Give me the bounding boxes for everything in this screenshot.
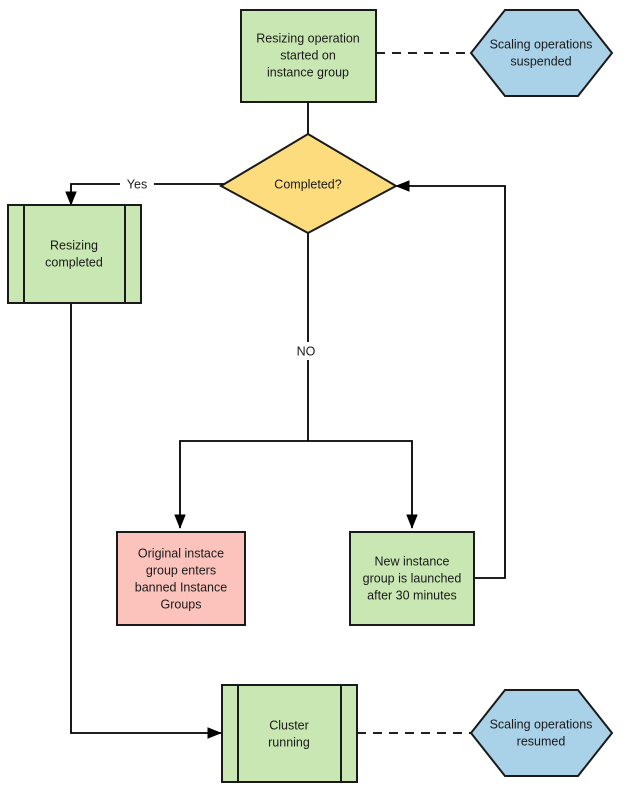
resizing-completed-box[interactable] (7, 204, 142, 304)
banned-groups-line-4: Groups (161, 597, 202, 611)
completed-decision-label: Completed? (274, 177, 341, 191)
scaling-resumed-line-1: Scaling operations (490, 717, 593, 731)
edge-label-no: NO (297, 344, 316, 358)
completed-decision-diamond[interactable] (218, 132, 399, 235)
new-instance-group-line-1: New instance (374, 554, 449, 568)
resizing-completed-line-2: completed (45, 255, 103, 269)
yes-label-backdrop (120, 175, 154, 193)
scaling-suspended-line-2: suspended (510, 54, 571, 68)
node-cluster-running[interactable]: Cluster running (221, 684, 358, 783)
edge-decision-yes (65, 183, 224, 206)
new-instance-group-line-3: after 30 minutes (367, 588, 457, 602)
edge-no-to-banned-groups (174, 440, 308, 529)
edge-completed-to-cluster (70, 303, 222, 739)
node-resizing-completed[interactable]: Resizing completed (7, 204, 142, 304)
cluster-running-box[interactable] (221, 684, 358, 783)
new-instance-group-line-2: group is launched (363, 571, 462, 585)
banned-instance-groups-box[interactable] (116, 531, 246, 626)
edge-no-to-new-group (308, 440, 418, 529)
cluster-running-line-1: Cluster (269, 718, 309, 732)
edge-label-yes: Yes (127, 177, 147, 191)
cluster-running-line-2: running (268, 735, 310, 749)
banned-groups-line-2: group enters (146, 563, 216, 577)
node-banned-instance-groups[interactable]: Original instace group enters banned Ins… (116, 531, 246, 626)
node-completed-decision[interactable]: Completed? (218, 132, 399, 235)
node-scaling-suspended[interactable]: Scaling operations suspended (469, 9, 614, 97)
resizing-started-box[interactable] (240, 9, 377, 103)
banned-groups-line-1: Original instace (138, 546, 224, 560)
resizing-completed-line-1: Resizing (50, 238, 98, 252)
no-label-backdrop (286, 342, 316, 360)
new-instance-group-box[interactable] (349, 531, 475, 626)
edge-new-group-retry-loop (395, 180, 506, 579)
node-scaling-resumed[interactable]: Scaling operations resumed (469, 689, 614, 777)
banned-groups-line-3: banned Instance (135, 580, 227, 594)
resizing-started-line-3: instance group (267, 65, 349, 79)
scaling-resumed-hexagon[interactable] (469, 689, 614, 777)
scaling-suspended-line-1: Scaling operations (490, 37, 593, 51)
resizing-started-line-2: started on (280, 48, 336, 62)
node-new-instance-group[interactable]: New instance group is launched after 30 … (349, 531, 475, 626)
scaling-resumed-line-2: resumed (517, 734, 566, 748)
node-resizing-started[interactable]: Resizing operation started on instance g… (240, 9, 377, 103)
scaling-suspended-hexagon[interactable] (469, 9, 614, 97)
resizing-started-line-1: Resizing operation (256, 31, 360, 45)
